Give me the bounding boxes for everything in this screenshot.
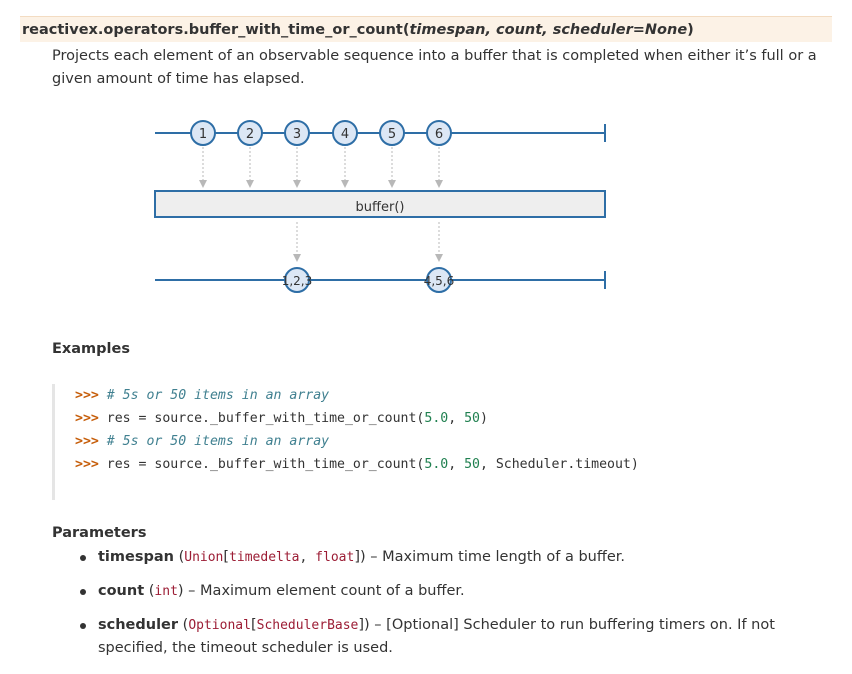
parameters-list: timespan (Union[timedelta, float]) – Max…	[78, 546, 838, 671]
param-description: – Maximum element count of a buffer.	[183, 583, 465, 599]
param-name: timespan	[98, 549, 174, 565]
examples-heading: Examples	[52, 341, 130, 357]
input-marble-label: 2	[246, 127, 254, 142]
code-number: 50	[464, 457, 480, 472]
marble-diagram: 1 2 3 4 5 6 buffer() 1,2,3 4,5,6	[154, 120, 606, 293]
param-description: – Maximum time length of a buffer.	[365, 549, 625, 565]
type-link[interactable]: timedelta	[229, 550, 300, 565]
code-text: )	[479, 411, 488, 426]
output-marble-label: 1,2,3	[282, 274, 313, 288]
code-text: , Scheduler.timeout)	[479, 457, 639, 472]
code-example-block: >>> # 5s or 50 items in an array >>> res…	[52, 384, 832, 500]
param-name: scheduler	[98, 617, 179, 633]
input-marble-label: 4	[341, 127, 349, 142]
code-comment: # 5s or 50 items in an array	[106, 434, 330, 449]
param-open-paren: (	[178, 617, 189, 633]
param-scheduler: scheduler (Optional[SchedulerBase]) – [O…	[78, 614, 838, 660]
code-number: 5.0	[424, 411, 449, 426]
operator-label: buffer()	[356, 200, 405, 215]
param-timespan: timespan (Union[timedelta, float]) – Max…	[78, 546, 838, 569]
code-prompt: >>>	[75, 434, 99, 449]
function-signature: reactivex.operators.buffer_with_time_or_…	[20, 16, 832, 42]
param-open-paren: (	[144, 583, 155, 599]
parameters-heading: Parameters	[52, 525, 147, 541]
code-text: res = source._buffer_with_time_or_count(	[106, 411, 425, 426]
input-marble-label: 6	[435, 127, 443, 142]
input-marble-label: 1	[199, 127, 207, 142]
param-description: – [Optional] Scheduler to run buffering …	[98, 617, 775, 656]
param-bracket: [	[223, 549, 230, 565]
param-close: ])	[354, 549, 366, 565]
param-separator: ,	[299, 550, 316, 565]
input-marble-label: 3	[293, 127, 301, 142]
code-comment: # 5s or 50 items in an array	[106, 388, 330, 403]
code-text: res = source._buffer_with_time_or_count(	[106, 457, 425, 472]
code-line: >>> res = source._buffer_with_time_or_co…	[75, 453, 832, 476]
type-link[interactable]: Union	[184, 550, 224, 565]
code-prompt: >>>	[75, 411, 99, 426]
function-description: Projects each element of an observable s…	[52, 48, 817, 87]
output-marble-label: 4,5,6	[424, 274, 455, 288]
code-text: ,	[448, 457, 465, 472]
param-close: )	[177, 583, 184, 599]
type-link[interactable]: Optional	[188, 618, 251, 633]
type-link[interactable]: SchedulerBase	[256, 618, 359, 633]
param-open-paren: (	[173, 549, 185, 565]
code-number: 5.0	[424, 457, 449, 472]
param-bracket: [	[250, 617, 257, 633]
param-count: count (int) – Maximum element count of a…	[78, 580, 838, 603]
code-line: >>> # 5s or 50 items in an array	[75, 430, 832, 453]
code-line: >>> res = source._buffer_with_time_or_co…	[75, 407, 832, 430]
input-marble-label: 5	[388, 127, 396, 142]
output-marble	[426, 267, 452, 293]
code-number: 50	[464, 411, 480, 426]
input-marble	[190, 120, 216, 146]
input-marble	[426, 120, 452, 146]
input-marble	[284, 120, 310, 146]
input-marble	[237, 120, 263, 146]
code-line: >>> # 5s or 50 items in an array	[75, 384, 832, 407]
param-name: count	[98, 583, 145, 599]
code-text: ,	[448, 411, 465, 426]
param-close: ])	[358, 617, 370, 633]
code-prompt: >>>	[75, 388, 99, 403]
signature-open-paren: (	[402, 22, 410, 38]
input-marble	[379, 120, 405, 146]
type-link[interactable]: int	[154, 584, 178, 599]
type-link[interactable]: float	[315, 550, 355, 565]
function-name: reactivex.operators.buffer_with_time_or_…	[22, 22, 403, 38]
signature-close-paren: )	[687, 22, 694, 38]
code-prompt: >>>	[75, 457, 99, 472]
signature-params: timespan, count, scheduler=None	[409, 22, 688, 38]
operator-box	[154, 190, 606, 218]
output-marble	[284, 267, 310, 293]
input-marble	[332, 120, 358, 146]
